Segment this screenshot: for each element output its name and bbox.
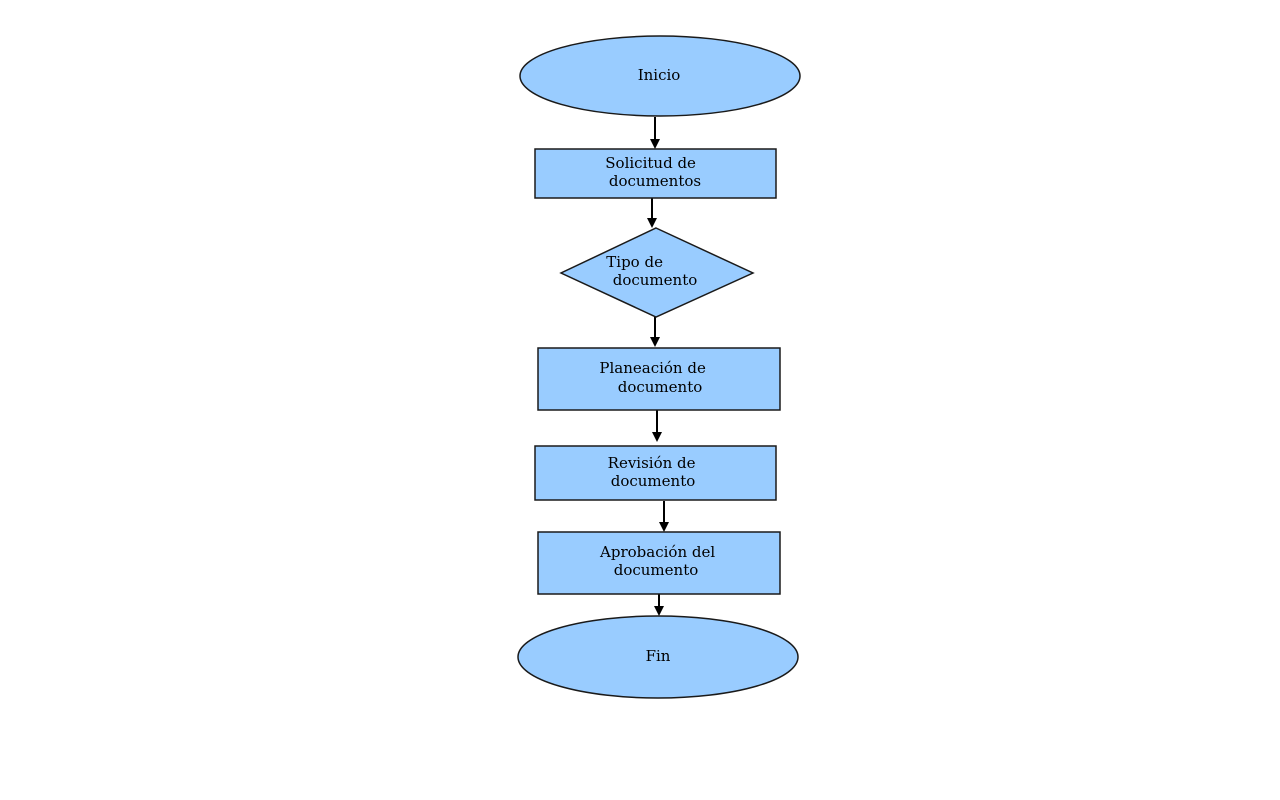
approval-label-line-1: Aprobación del <box>599 543 715 561</box>
review-label-line-2: documento <box>611 472 696 490</box>
end-label-line-1: Fin <box>646 647 671 665</box>
start-ellipse <box>519 35 801 117</box>
review-label-line-1: Revisión de <box>608 454 696 472</box>
start-label: Inicio <box>638 66 681 84</box>
review-label: Revisión de documento <box>608 454 701 490</box>
planning-node: Planeación de documento <box>537 347 781 411</box>
type-decision-node: Tipo de documento <box>559 227 755 318</box>
planning-label-line-1: Planeación de <box>599 359 706 377</box>
connector-group <box>647 117 669 616</box>
end-label: Fin <box>646 647 671 665</box>
planning-label-line-2: documento <box>618 378 703 396</box>
review-node: Revisión de documento <box>534 445 777 501</box>
request-label: Solicitud de documentos <box>605 154 701 190</box>
request-label-line-2: documentos <box>609 172 701 190</box>
request-box <box>534 148 777 199</box>
type-label-line-1: Tipo de <box>606 253 663 271</box>
start-node: Inicio <box>519 35 801 117</box>
type-label: Tipo de documento <box>606 253 697 289</box>
approval-node: Aprobación del documento <box>537 531 781 595</box>
start-label-line-1: Inicio <box>638 66 681 84</box>
end-node: Fin <box>517 615 799 699</box>
planning-label: Planeación de documento <box>599 359 710 396</box>
type-label-line-2: documento <box>613 271 698 289</box>
request-label-line-1: Solicitud de <box>605 154 696 172</box>
end-ellipse <box>517 615 799 699</box>
approval-label-line-2: documento <box>614 561 699 579</box>
approval-label: Aprobación del documento <box>599 543 720 579</box>
type-diamond <box>559 227 755 318</box>
planning-box <box>537 347 781 411</box>
request-node: Solicitud de documentos <box>534 148 777 199</box>
review-box <box>534 445 777 501</box>
approval-box <box>537 531 781 595</box>
